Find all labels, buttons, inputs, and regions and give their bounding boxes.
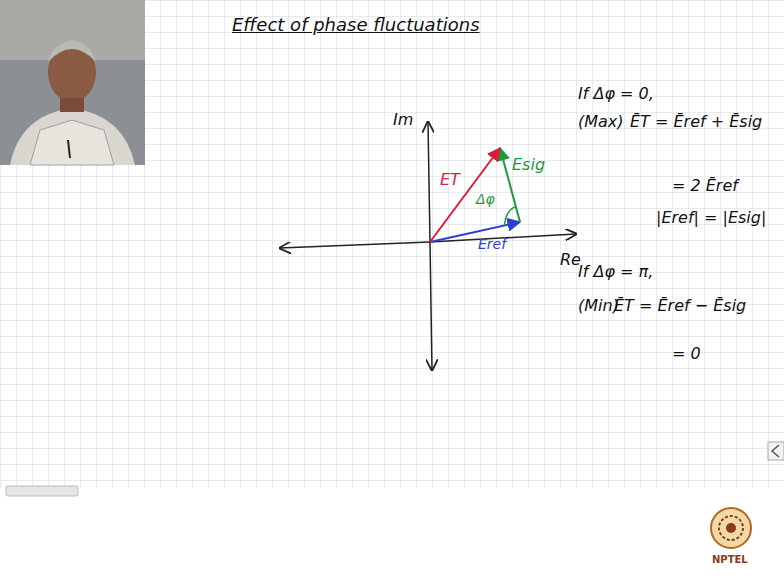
phasor-label: Eref [478, 236, 506, 253]
angle-arc [504, 207, 516, 226]
grid-ground [0, 0, 784, 488]
condition-note: If Δφ = π, [578, 262, 653, 281]
phasor-label: Esig [512, 155, 545, 174]
equation: = 2 Ēref [672, 176, 738, 195]
page-ground [0, 488, 784, 580]
equation: = 0 [672, 344, 701, 363]
player-toolbar [6, 442, 784, 496]
nptel-logo [711, 508, 751, 548]
total-phasor [430, 148, 500, 242]
case-note: (Min) [578, 296, 619, 315]
axis-label: Re [560, 250, 581, 269]
real-axis [280, 242, 430, 248]
condition-note: If Δφ = 0, [578, 84, 654, 103]
slide-title: Effect of phase fluctuations [232, 14, 480, 35]
equation: |Eref| = |Esig| [656, 208, 766, 227]
case-note: (Max) [578, 112, 624, 131]
equation: ĒT = Ēref + Ēsig [630, 112, 762, 131]
imag-axis [428, 122, 430, 242]
axis-label: Im [393, 110, 413, 129]
webcam-inset [0, 0, 145, 165]
equation: ĒT = Ēref − Ēsig [614, 296, 746, 315]
angle-label: Δφ [476, 191, 495, 208]
imag-axis [430, 242, 432, 370]
logo-text: NPTEL [712, 554, 748, 566]
phasor-label: ET [440, 170, 460, 189]
